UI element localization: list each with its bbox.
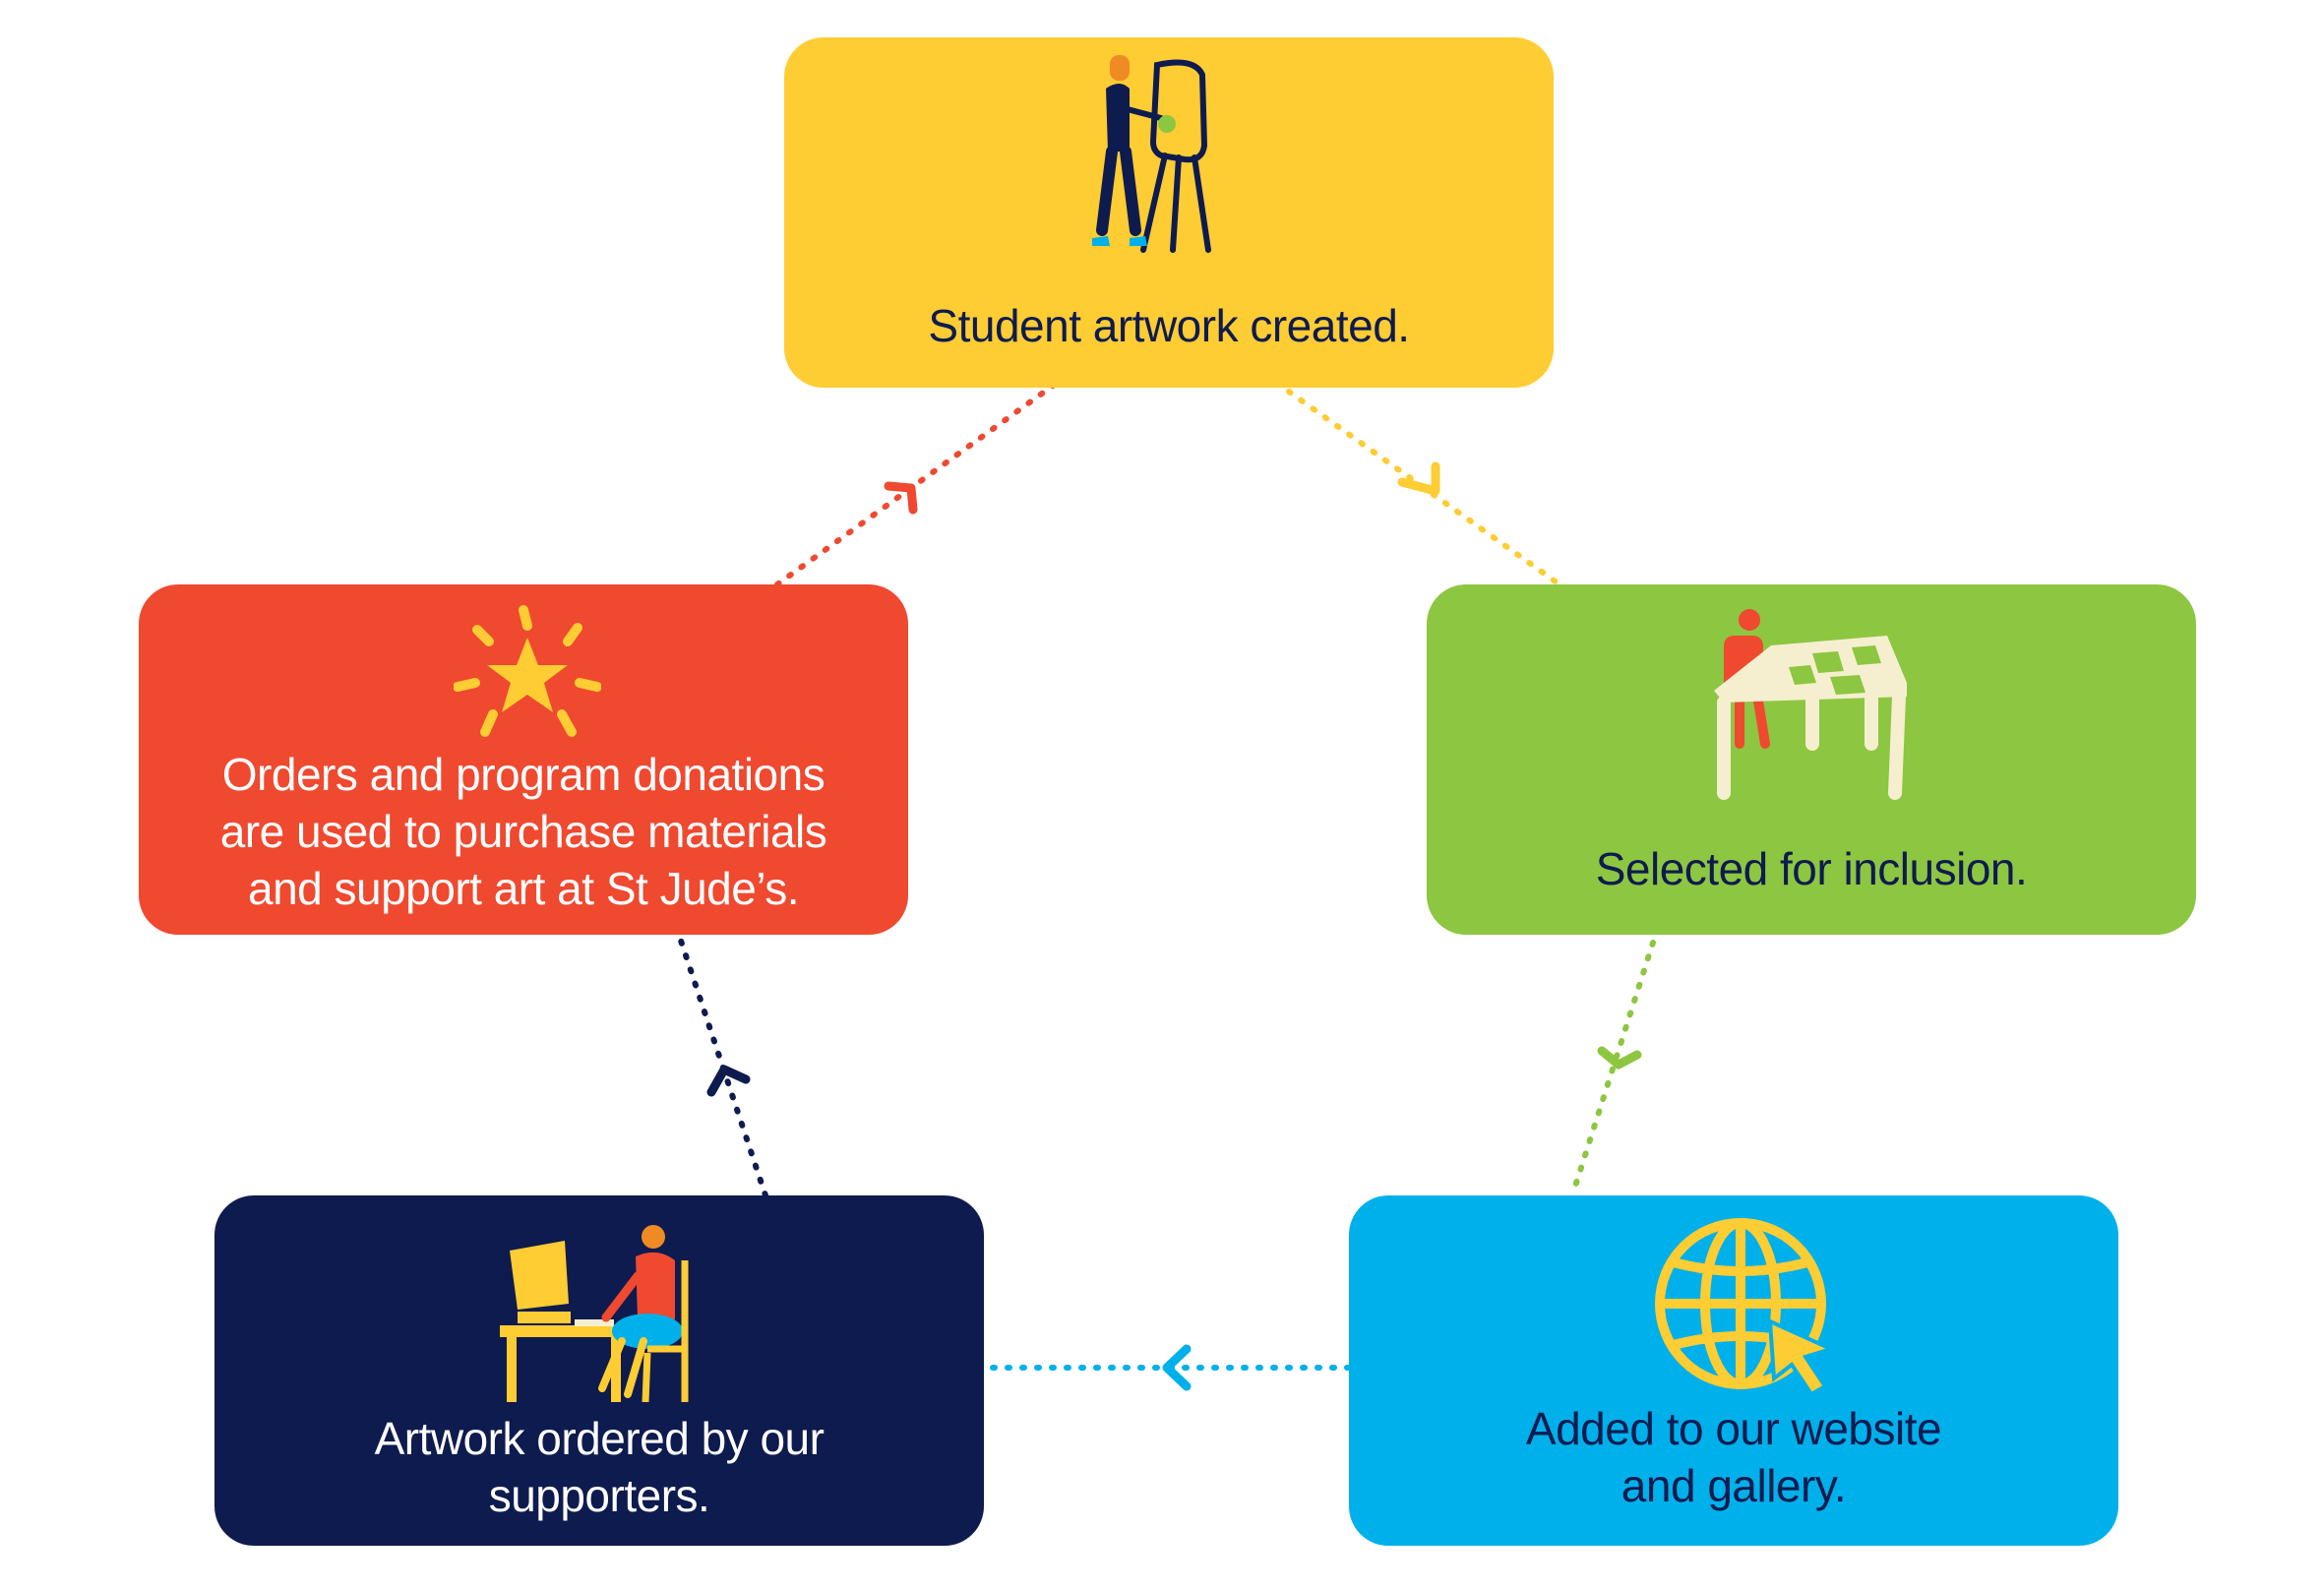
connector-donations-to-created: [774, 383, 1056, 587]
step-orders-and-donations: Orders and program donations are used to…: [139, 584, 908, 935]
step-selected-for-inclusion: Selected for inclusion.: [1427, 584, 2196, 935]
connector-ordered-to-donations: [676, 932, 768, 1198]
step-label: Artwork ordered by our supporters.: [374, 1413, 825, 1521]
arrowhead-donations-to-created: [884, 481, 918, 515]
arrowhead-ordered-to-donations: [706, 1065, 751, 1097]
artist-at-easel-icon: [1092, 55, 1211, 253]
connector-selected-to-website: [1569, 940, 1656, 1198]
step-label: Orders and program donations are used to…: [219, 749, 827, 914]
arrowhead-created-to-selected: [1397, 461, 1440, 496]
arrowhead-website-to-ordered: [1162, 1344, 1192, 1391]
step-label: Selected for inclusion.: [1595, 843, 2028, 894]
step-label: Student artwork created.: [928, 300, 1410, 351]
person-at-computer-icon: [500, 1225, 689, 1402]
star-burst-icon: [454, 605, 601, 737]
step-added-to-website-and-gallery: Added to our website and gallery.: [1349, 1195, 2118, 1546]
step-artwork-ordered-by-supporters: Artwork ordered by our supporters.: [214, 1195, 984, 1546]
step-label: Added to our website and gallery.: [1525, 1403, 1942, 1511]
step-student-artwork-created: Student artwork created.: [784, 37, 1554, 388]
person-selecting-artwork-table-icon: [1714, 609, 1907, 800]
globe-cursor-icon: [1655, 1218, 1837, 1394]
arrowhead-selected-to-website: [1597, 1046, 1642, 1070]
